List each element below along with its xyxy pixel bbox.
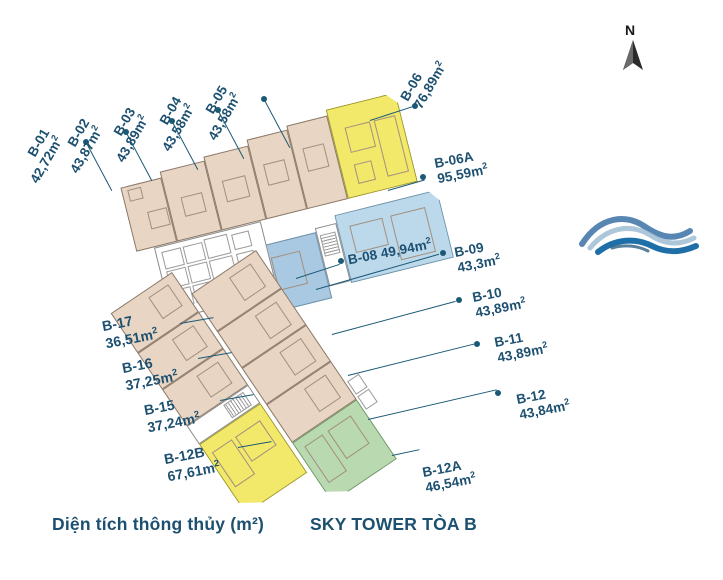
leader-dot-b-02 bbox=[123, 129, 129, 135]
unit-label-b-05: B-05 43,58m2 bbox=[192, 83, 244, 143]
unit-label-b-12a: B-12A 46,54m2 bbox=[421, 455, 477, 496]
north-arrow-glyph bbox=[623, 40, 643, 70]
leader-dot-b-09 bbox=[440, 250, 446, 256]
leader-dot-b-06 bbox=[412, 103, 418, 109]
unit-label-b-11: B-11 43,89m2 bbox=[493, 325, 549, 366]
tower-name-caption: SKY TOWER TÒA B bbox=[310, 514, 477, 535]
unit-label-b-12b: B-12B 67,61m2 bbox=[163, 442, 222, 485]
unit-label-b-04: B-04 43,58m2 bbox=[146, 94, 198, 154]
leader-dot-b-08 bbox=[338, 258, 344, 264]
leader-line-b-12 bbox=[367, 389, 497, 421]
leader-line-b-12a bbox=[391, 449, 420, 457]
north-letter: N bbox=[625, 22, 636, 38]
leader-dot-b-04 bbox=[215, 107, 221, 113]
leader-dot-b-06a bbox=[420, 174, 426, 180]
area-note-caption: Diện tích thông thủy (m²) bbox=[52, 514, 264, 535]
leader-dot-b-11 bbox=[474, 341, 480, 347]
unit-label-b-10: B-10 43,89m2 bbox=[471, 280, 527, 321]
unit-label-b-12: B-12 43,84m2 bbox=[515, 382, 571, 423]
leader-dot-b-05 bbox=[261, 96, 267, 102]
leader-dot-b-01 bbox=[83, 139, 89, 145]
wave-logo-glyph bbox=[579, 216, 699, 255]
north-arrow-icon: N bbox=[613, 22, 657, 76]
leader-dot-b-03 bbox=[169, 118, 175, 124]
leader-line-b-11 bbox=[347, 343, 475, 377]
wave-logo-icon bbox=[578, 208, 700, 270]
unit-label-b-06: B-06 76,89m2 bbox=[397, 51, 449, 111]
leader-line-b-10 bbox=[331, 300, 456, 336]
leader-dot-b-10 bbox=[456, 297, 462, 303]
unit-label-b-09: B-09 43,3m2 bbox=[453, 237, 502, 276]
unit-label-b-03: B-03 43,89m2 bbox=[100, 105, 152, 165]
leader-dot-b-12 bbox=[495, 390, 501, 396]
area-note-text: Diện tích thông thủy (m²) bbox=[52, 514, 265, 534]
tower-name-text: SKY TOWER TÒA B bbox=[310, 514, 477, 534]
